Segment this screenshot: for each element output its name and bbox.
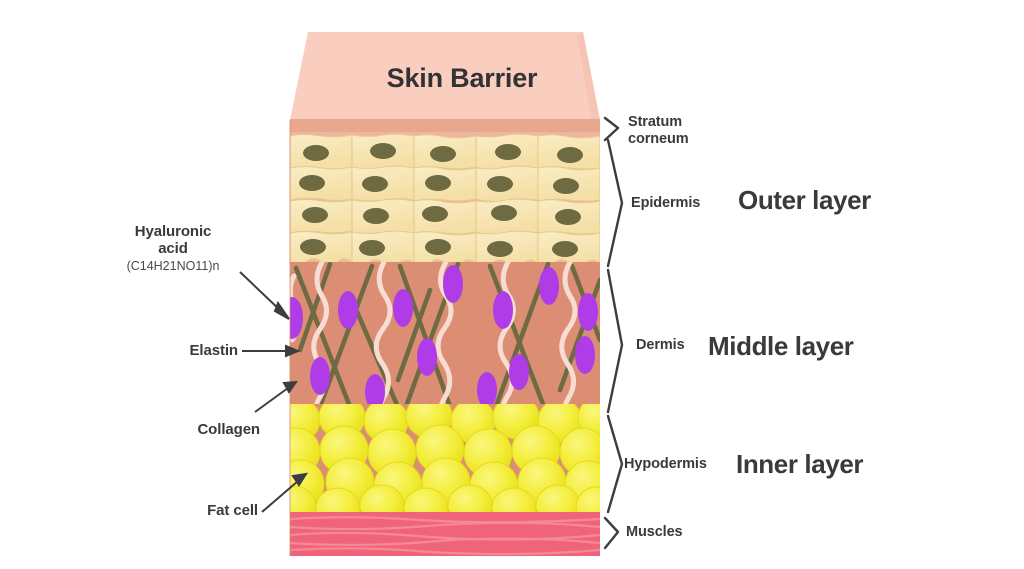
bracket-muscles <box>603 516 620 550</box>
leader-collagen <box>254 380 299 413</box>
leader-lines <box>239 271 309 513</box>
label-collagen: Collagen <box>197 421 260 438</box>
label-muscles: Muscles <box>626 524 683 540</box>
bracket-hypodermis <box>606 414 624 514</box>
muscle-layer <box>290 512 600 556</box>
block-left-side-face <box>289 120 291 556</box>
leader-fat-cell <box>261 472 309 513</box>
label-stratum-corneum-line2: corneum <box>628 131 689 147</box>
label-outer-layer: Outer layer <box>738 185 871 215</box>
label-middle-layer: Middle layer <box>708 331 854 361</box>
label-inner-layer: Inner layer <box>736 449 864 479</box>
label-dermis: Dermis <box>636 337 685 353</box>
bracket-dermis <box>606 268 624 414</box>
label-elastin: Elastin <box>189 342 239 359</box>
bracket-epidermis <box>606 138 624 268</box>
leader-hyaluronic-acid <box>239 271 290 320</box>
epidermis-layer <box>290 132 600 266</box>
hypodermis-layer <box>290 404 600 512</box>
muscle-striations <box>290 516 600 556</box>
label-stratum-corneum-line1: Stratum <box>628 114 683 130</box>
label-hyaluronic-acid-line1: Hyaluronic <box>134 223 212 240</box>
block-top-face <box>290 32 600 120</box>
label-hyaluronic-acid-line2: acid <box>158 240 188 257</box>
leader-elastin <box>242 344 301 358</box>
label-hypodermis: Hypodermis <box>624 456 707 472</box>
label-fat-cell: Fat cell <box>207 502 258 519</box>
dermis-layer <box>290 262 600 412</box>
page-title: Skin Barrier <box>386 63 538 93</box>
label-epidermis: Epidermis <box>631 195 701 211</box>
fat-cells <box>290 404 600 512</box>
layer-brackets <box>603 116 624 550</box>
stratum-corneum-layer <box>290 119 600 134</box>
bracket-stratum-corneum <box>603 116 620 142</box>
hyaluronic-acid-molecules <box>290 265 598 410</box>
label-hyaluronic-acid-formula: (C14H21NO11)n <box>126 259 220 273</box>
epidermis-cells <box>290 133 600 266</box>
